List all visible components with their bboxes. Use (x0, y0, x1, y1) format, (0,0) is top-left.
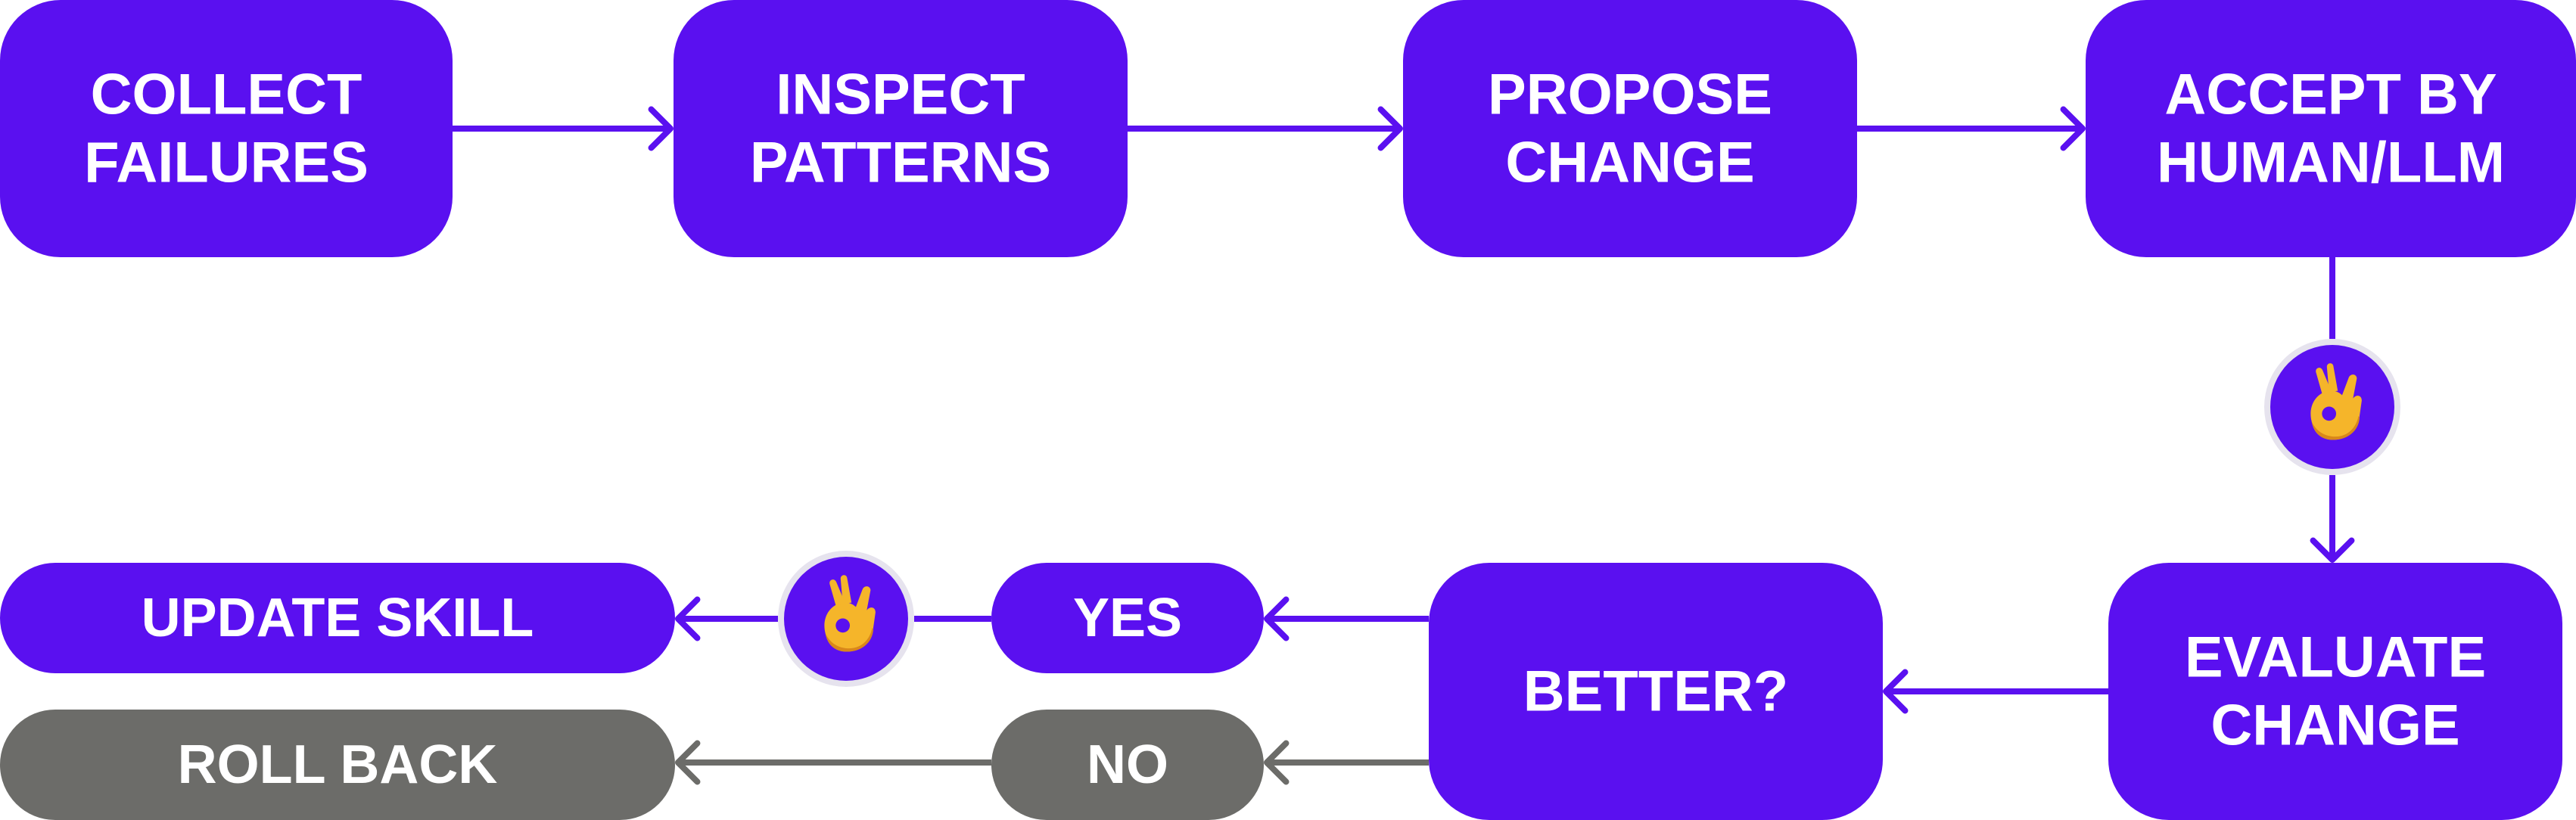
node-label: FAILURES (84, 130, 369, 194)
arrowhead (2310, 537, 2355, 563)
node-label: ROLL BACK (178, 735, 498, 795)
edge-inspect-to-propose (1128, 106, 1403, 151)
emoji-badges (778, 339, 2400, 687)
node-label: CHANGE (2210, 693, 2459, 757)
node-box (991, 710, 1264, 820)
edge-evaluate-to-better (1883, 669, 2108, 714)
node-label: PROPOSE (1488, 63, 1772, 127)
edge-better-to-no (1264, 740, 1429, 785)
edge-no-to-rollback (675, 740, 991, 785)
node-box (0, 0, 453, 257)
node-box (674, 0, 1128, 257)
node-box (0, 710, 675, 820)
badge-yes-ok-hand (778, 551, 914, 687)
node-roll-back: ROLL BACK (0, 710, 675, 820)
node-label: INSPECT (776, 63, 1025, 127)
node-yes: YES (991, 563, 1264, 673)
node-box (2108, 563, 2562, 820)
connector-lines (453, 106, 2355, 785)
node-label: YES (1073, 588, 1182, 648)
edge-better-to-yes (1264, 596, 1429, 641)
arrowhead (2060, 106, 2086, 151)
node-label: ACCEPT BY (2164, 63, 2497, 127)
node-label: HUMAN/LLM (2157, 130, 2505, 194)
node-box (1403, 0, 1857, 257)
edge-propose-to-accept (1857, 106, 2086, 151)
node-update-skill: UPDATE SKILL (0, 563, 675, 673)
edge-badge-to-evaluate (2310, 475, 2355, 563)
node-label: BETTER? (1523, 660, 1788, 724)
arrowhead (675, 740, 701, 785)
arrowhead (1377, 106, 1403, 151)
arrowhead (648, 106, 674, 151)
node-box (1429, 563, 1883, 820)
arrowhead (1264, 596, 1290, 641)
edge-badge-to-update (675, 596, 778, 641)
node-label: UPDATE SKILL (142, 588, 534, 648)
node-label: COLLECT (91, 63, 362, 127)
node-box (2086, 0, 2576, 257)
node-label: NO (1087, 735, 1168, 795)
arrowhead (1264, 740, 1290, 785)
arrowhead (1883, 669, 1909, 714)
node-label: EVALUATE (2185, 626, 2486, 690)
arrowhead (675, 596, 701, 641)
node-better: BETTER? (1429, 563, 1883, 820)
node-box (991, 563, 1264, 673)
edge-collect-to-inspect (453, 106, 674, 151)
node-label: PATTERNS (750, 130, 1051, 194)
badge-accept-ok-hand (2264, 339, 2400, 475)
node-box (0, 563, 675, 673)
node-label: CHANGE (1505, 130, 1754, 194)
node-no: NO (991, 710, 1264, 820)
